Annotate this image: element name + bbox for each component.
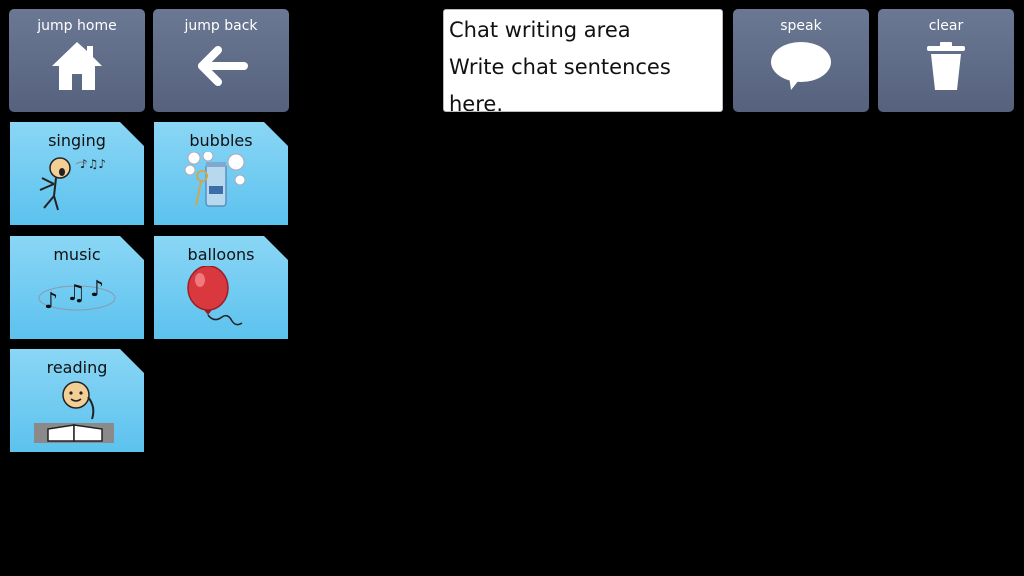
tile-music[interactable]: music ♪ ♫ ♪ <box>10 236 144 339</box>
chat-line: Chat writing area <box>449 18 631 42</box>
tile-singing[interactable]: singing ♪♫♪ <box>10 122 144 225</box>
tile-label: bubbles <box>189 131 253 150</box>
trash-icon <box>927 42 965 90</box>
tile-label: singing <box>48 131 106 150</box>
svg-text:♪: ♪ <box>90 277 104 302</box>
chat-line: Write chat sentences <box>449 55 671 79</box>
jump-back-button[interactable]: jump back <box>153 9 289 112</box>
tile-label: balloons <box>187 245 255 264</box>
tile-label: reading <box>46 358 108 377</box>
tile-bubbles[interactable]: bubbles <box>154 122 288 225</box>
balloon-icon <box>176 266 266 332</box>
tile-label: music <box>53 245 101 264</box>
jump-home-button[interactable]: jump home <box>9 9 145 112</box>
speak-label: speak <box>780 18 822 34</box>
jump-home-label: jump home <box>37 18 117 34</box>
home-icon <box>52 42 102 90</box>
speech-bubble-icon <box>771 42 831 90</box>
svg-text:♫: ♫ <box>66 281 86 306</box>
arrow-left-icon <box>198 46 248 86</box>
svg-text:♪: ♪ <box>44 289 58 314</box>
clear-button[interactable]: clear <box>878 9 1014 112</box>
bubbles-icon <box>176 152 266 214</box>
tile-reading[interactable]: reading <box>10 349 144 452</box>
svg-text:♪♫♪: ♪♫♪ <box>80 157 106 171</box>
chat-line: here. <box>449 92 503 112</box>
jump-back-label: jump back <box>184 18 258 34</box>
reading-icon <box>32 379 122 445</box>
speak-button[interactable]: speak <box>733 9 869 112</box>
singing-icon: ♪♫♪ <box>32 152 122 214</box>
tile-balloons[interactable]: balloons <box>154 236 288 339</box>
clear-label: clear <box>928 18 964 34</box>
music-notes-icon: ♪ ♫ ♪ <box>32 266 122 328</box>
chat-writing-area[interactable]: Chat writing area Write chat sentences h… <box>443 9 723 112</box>
